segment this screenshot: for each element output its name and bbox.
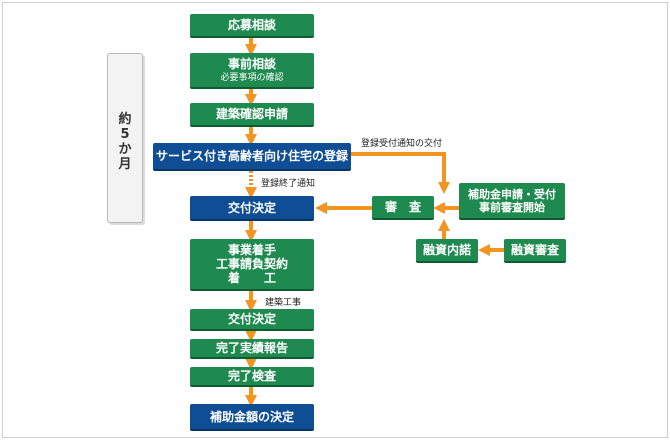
label-registration-complete: 登録終了通知 — [261, 179, 316, 189]
step-loan-consent: 融資内諾 — [416, 239, 478, 263]
duration-char-2: 5 — [120, 127, 130, 142]
step-completion-report: 完了実績報告 — [190, 339, 314, 359]
step-label: 交付決定 — [227, 200, 276, 215]
step-sublabel: 必要事項の確認 — [220, 72, 284, 83]
label-registration-notice: 登録受付通知の交付 — [361, 139, 443, 149]
step-line-1: 補助金申請・受付 — [468, 187, 556, 201]
step-label: 建築確認申請 — [215, 107, 288, 121]
step-label: 事前相談 — [227, 56, 276, 71]
step-review: 審 査 — [372, 196, 434, 220]
duration-indicator: 約 5 か 月 — [107, 53, 143, 223]
step-loan-review: 融資審査 — [504, 239, 566, 263]
step-line-1: 事業着手 — [227, 243, 276, 257]
step-label: 完了検査 — [227, 369, 276, 383]
arrow-registration-to-application — [351, 152, 450, 194]
step-grant-decision-1: 交付決定 — [190, 196, 314, 221]
step-completion-inspection: 完了検査 — [190, 367, 314, 387]
step-label: 審 査 — [384, 200, 421, 214]
step-grant-amount-decision: 補助金額の決定 — [190, 404, 314, 431]
step-project-start: 事業着手 工事請負契約 着 工 — [190, 239, 314, 291]
step-label: 融資審査 — [510, 243, 559, 257]
arrow-layer — [245, 38, 504, 407]
step-housing-registration: サービス付き高齢者向け住宅の登録 — [153, 143, 351, 171]
step-label: サービス付き高齢者向け住宅の登録 — [155, 149, 348, 163]
step-line-3: 着 工 — [227, 271, 276, 285]
step-grant-decision-2: 交付決定 — [190, 309, 314, 331]
step-pre-consultation: 事前相談 必要事項の確認 — [190, 53, 314, 89]
step-label: 融資内諾 — [422, 243, 471, 257]
step-line-2: 事前審査開始 — [479, 200, 545, 214]
step-label: 補助金額の決定 — [209, 409, 294, 424]
step-grant-application: 補助金申請・受付 事前審査開始 — [459, 183, 565, 220]
step-label: 完了実績報告 — [215, 341, 288, 355]
step-label: 応募相談 — [227, 18, 276, 32]
duration-char-1: 約 — [118, 112, 132, 127]
duration-char-4: 月 — [118, 157, 132, 172]
step-line-2: 工事請負契約 — [215, 257, 288, 271]
step-application-consultation: 応募相談 — [190, 14, 314, 38]
step-label: 交付決定 — [227, 312, 276, 326]
step-building-confirmation: 建築確認申請 — [190, 103, 314, 127]
label-construction: 建築工事 — [265, 298, 302, 308]
duration-char-3: か — [118, 142, 132, 157]
